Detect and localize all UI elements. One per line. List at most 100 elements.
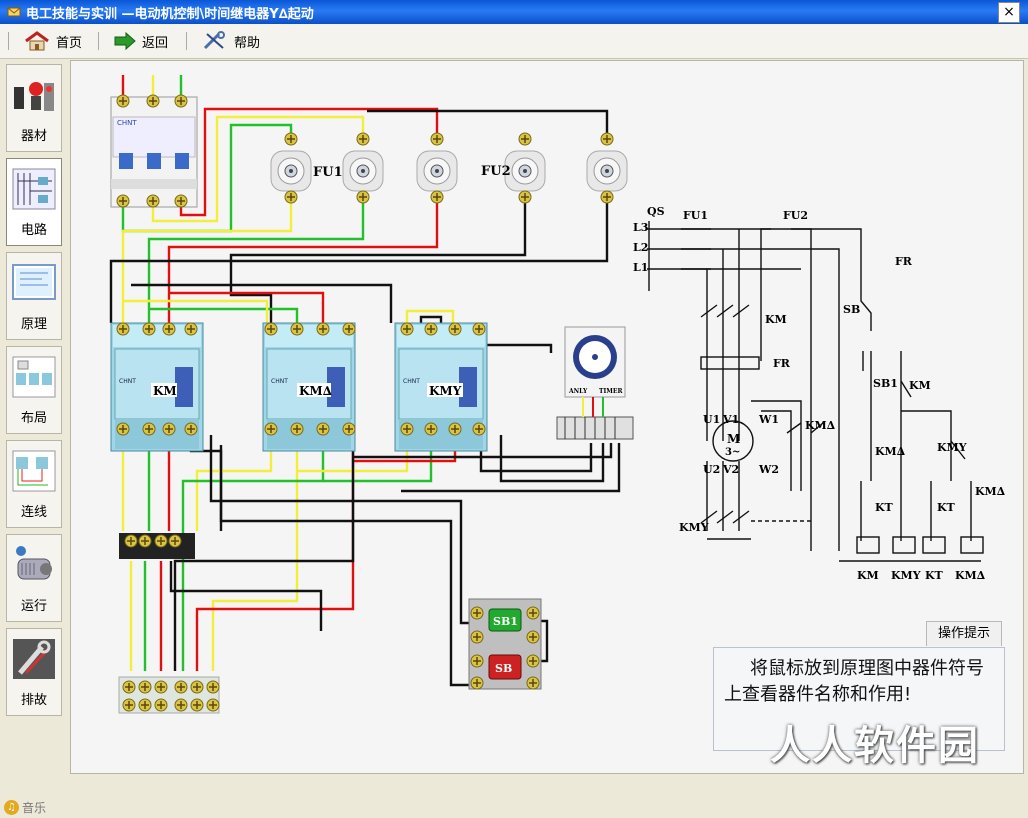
contactor-kmy-label: KMY (429, 384, 462, 398)
sidebar-item-label: 电路 (20, 223, 47, 238)
fuse-fu2-label: FU2 (481, 164, 511, 179)
schematic-KMD-contact: KM∆ (805, 419, 836, 432)
sidebar-item-label: 原理 (20, 317, 47, 332)
breaker-brand: CHNT (117, 119, 137, 127)
coil-label-km: KM (857, 569, 879, 582)
contactor-km-delta-label: KM∆ (299, 384, 332, 398)
schematic-W1: W1 (758, 413, 779, 426)
home-button[interactable]: 首页 (24, 30, 82, 52)
contactor-km-label: KM (153, 384, 177, 398)
diagram-canvas: CHNT FU1 FU2 KM CHNT (70, 60, 1024, 774)
thermal-relay[interactable] (119, 533, 195, 559)
circuit-breaker[interactable]: CHNT (110, 94, 198, 208)
schematic-L3: L3 (633, 221, 648, 234)
schematic-KMD-inter: KM∆ (875, 445, 906, 458)
hint-text: 将鼠标放到原理图中器件符号上查看器件名称和作用! (724, 658, 984, 705)
sidebar-item-layout[interactable]: 布局 (6, 346, 62, 434)
schematic-U1: U1 (703, 413, 720, 426)
schematic (647, 221, 984, 562)
schematic-KM-main: KM (765, 313, 787, 326)
schematic-FR: FR (773, 357, 791, 370)
timer-brand: ANLY (568, 388, 588, 395)
schematic-KT-nc: KT (875, 501, 894, 514)
layout-icon (12, 356, 56, 398)
back-label: 返回 (142, 35, 169, 51)
button-sb-label: SB (495, 662, 512, 675)
coil-label-kmy: KMY (891, 569, 921, 582)
title-bar: 电工技能与实训 —电动机控制\时间继电器Y∆起动 × (0, 0, 1028, 24)
push-button-box[interactable]: SB1 SB (468, 598, 542, 690)
arrow-right-icon (114, 32, 136, 50)
help-label: 帮助 (234, 35, 261, 51)
motor-icon (16, 546, 52, 580)
motor-terminal-block[interactable] (118, 676, 220, 714)
back-button[interactable]: 返回 (114, 30, 168, 52)
schematic-L2: L2 (633, 241, 648, 254)
contactor-kmy[interactable]: KMY CHNT (394, 322, 488, 452)
schematic-V1: V1 (722, 413, 739, 426)
app-icon (7, 7, 21, 17)
home-icon (25, 31, 49, 51)
schematic-V2: V2 (722, 463, 739, 476)
schematic-KMY-main: KMY (679, 521, 709, 534)
contactor-brand: CHNT (271, 378, 288, 385)
button-sb1-label: SB1 (493, 615, 518, 628)
schematic-FR-top: FR (895, 255, 913, 268)
schematic-QS: QS (647, 205, 665, 218)
schematic-SB1: SB1 (873, 377, 898, 390)
schematic-SB: SB (843, 303, 860, 316)
contactor-brand: CHNT (119, 378, 136, 385)
sidebar-item-wiring[interactable]: 连线 (6, 440, 62, 528)
principle-icon (12, 264, 56, 300)
coil-label-kt: KT (925, 569, 944, 582)
wrench-icon (13, 639, 55, 679)
circuit-icon (12, 168, 56, 210)
wiring-icon (12, 450, 56, 492)
schematic-KMD-hold: KM∆ (975, 485, 1006, 498)
schematic-FU2: FU2 (783, 209, 808, 222)
schematic-KT-no: KT (937, 501, 956, 514)
sidebar-item-principle[interactable]: 原理 (6, 252, 62, 340)
schematic-motor: M (727, 432, 740, 446)
music-note-icon: ♫ (4, 799, 19, 815)
sidebar-item-label: 运行 (20, 599, 47, 614)
sidebar-item-label: 布局 (20, 411, 47, 426)
close-button[interactable]: × (998, 2, 1020, 23)
timer-relay[interactable]: ANLY TIMER (556, 326, 634, 440)
sidebar: 器材 电路 原理 布局 (2, 60, 64, 815)
home-label: 首页 (56, 35, 83, 51)
watermark: 人人软件园 (770, 723, 980, 769)
music-label: 音乐 (22, 800, 47, 815)
sidebar-item-label: 排故 (20, 693, 47, 708)
hint-tab[interactable]: 操作提示 (926, 621, 1002, 646)
music-toggle[interactable]: ♫ 音乐 (4, 796, 64, 818)
sidebar-item-label: 器材 (20, 129, 47, 144)
sidebar-item-run[interactable]: 运行 (6, 534, 62, 622)
coil-label-kmd: KM∆ (955, 569, 986, 582)
schematic-KM-hold: KM (909, 379, 931, 392)
equipment-icon (14, 82, 54, 111)
schematic-KMY-inter: KMY (937, 441, 967, 454)
toolbar: 首页 返回 帮助 (0, 24, 1028, 59)
contactor-km-delta[interactable]: KM∆ CHNT (262, 322, 356, 452)
wiring-diagram: CHNT FU1 FU2 KM CHNT (109, 75, 1006, 714)
toolbar-separator (98, 32, 99, 50)
contactor-km[interactable]: KM CHNT (110, 322, 204, 452)
sidebar-item-troubleshoot[interactable]: 排故 (6, 628, 62, 716)
sidebar-item-circuit[interactable]: 电路 (6, 158, 62, 246)
fuse-fu2[interactable] (416, 132, 628, 204)
schematic-W2: W2 (758, 463, 779, 476)
contactor-brand: CHNT (403, 378, 420, 385)
toolbar-separator (186, 32, 187, 50)
window-title: 电工技能与实训 —电动机控制\时间继电器Y∆起动 (26, 7, 314, 22)
timer-label: TIMER (599, 388, 623, 395)
fuse-fu1-label: FU1 (313, 165, 343, 180)
schematic-FU1: FU1 (683, 209, 708, 222)
hint-panel: 将鼠标放到原理图中器件符号上查看器件名称和作用! (713, 647, 1005, 751)
sidebar-item-label: 连线 (20, 505, 47, 520)
schematic-U2: U2 (703, 463, 720, 476)
help-button[interactable]: 帮助 (202, 30, 260, 52)
schematic-L1: L1 (633, 261, 648, 274)
schematic-labels: L3 L2 L1 QS FU1 FU2 FR SB KM FR SB1 KM K… (633, 205, 1006, 582)
sidebar-item-equipment[interactable]: 器材 (6, 64, 62, 152)
